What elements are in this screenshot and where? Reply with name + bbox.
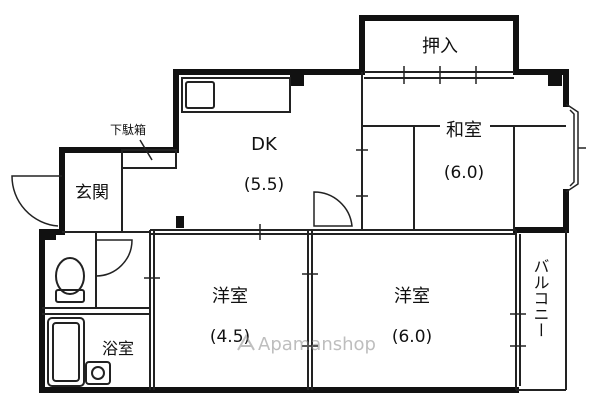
room-label-yoshitsu-left: 洋室 bbox=[212, 286, 248, 307]
interior-walls bbox=[42, 71, 567, 391]
bay-window bbox=[565, 103, 579, 193]
room-label-washitsu: 和室 bbox=[446, 120, 482, 141]
doors bbox=[11, 139, 353, 277]
label-getabako: 下駄箱 bbox=[110, 122, 146, 137]
room-label-genkan: 玄関 bbox=[75, 183, 109, 203]
room-label-yokushitsu: 浴室 bbox=[102, 339, 134, 358]
room-label-yoshitsu-right: 洋室 bbox=[394, 286, 430, 307]
room-size-dk: (5.5) bbox=[244, 175, 284, 195]
room-label-balcony: バルコニー bbox=[531, 258, 550, 338]
watermark-text: Apamanshop bbox=[258, 334, 376, 355]
toilet-icon bbox=[55, 257, 85, 303]
room-size-yoshitsu-right: (6.0) bbox=[392, 327, 432, 347]
door-ticks bbox=[144, 66, 586, 347]
wall-pillars bbox=[42, 72, 562, 240]
room-label-oshiire: 押入 bbox=[422, 36, 458, 57]
room-label-dk: DK bbox=[251, 134, 278, 155]
watermark-logo-icon bbox=[237, 333, 255, 351]
watermark: Apamanshop bbox=[237, 333, 376, 355]
room-size-yoshitsu-left: (4.5) bbox=[210, 327, 250, 347]
room-size-washitsu: (6.0) bbox=[444, 163, 484, 183]
